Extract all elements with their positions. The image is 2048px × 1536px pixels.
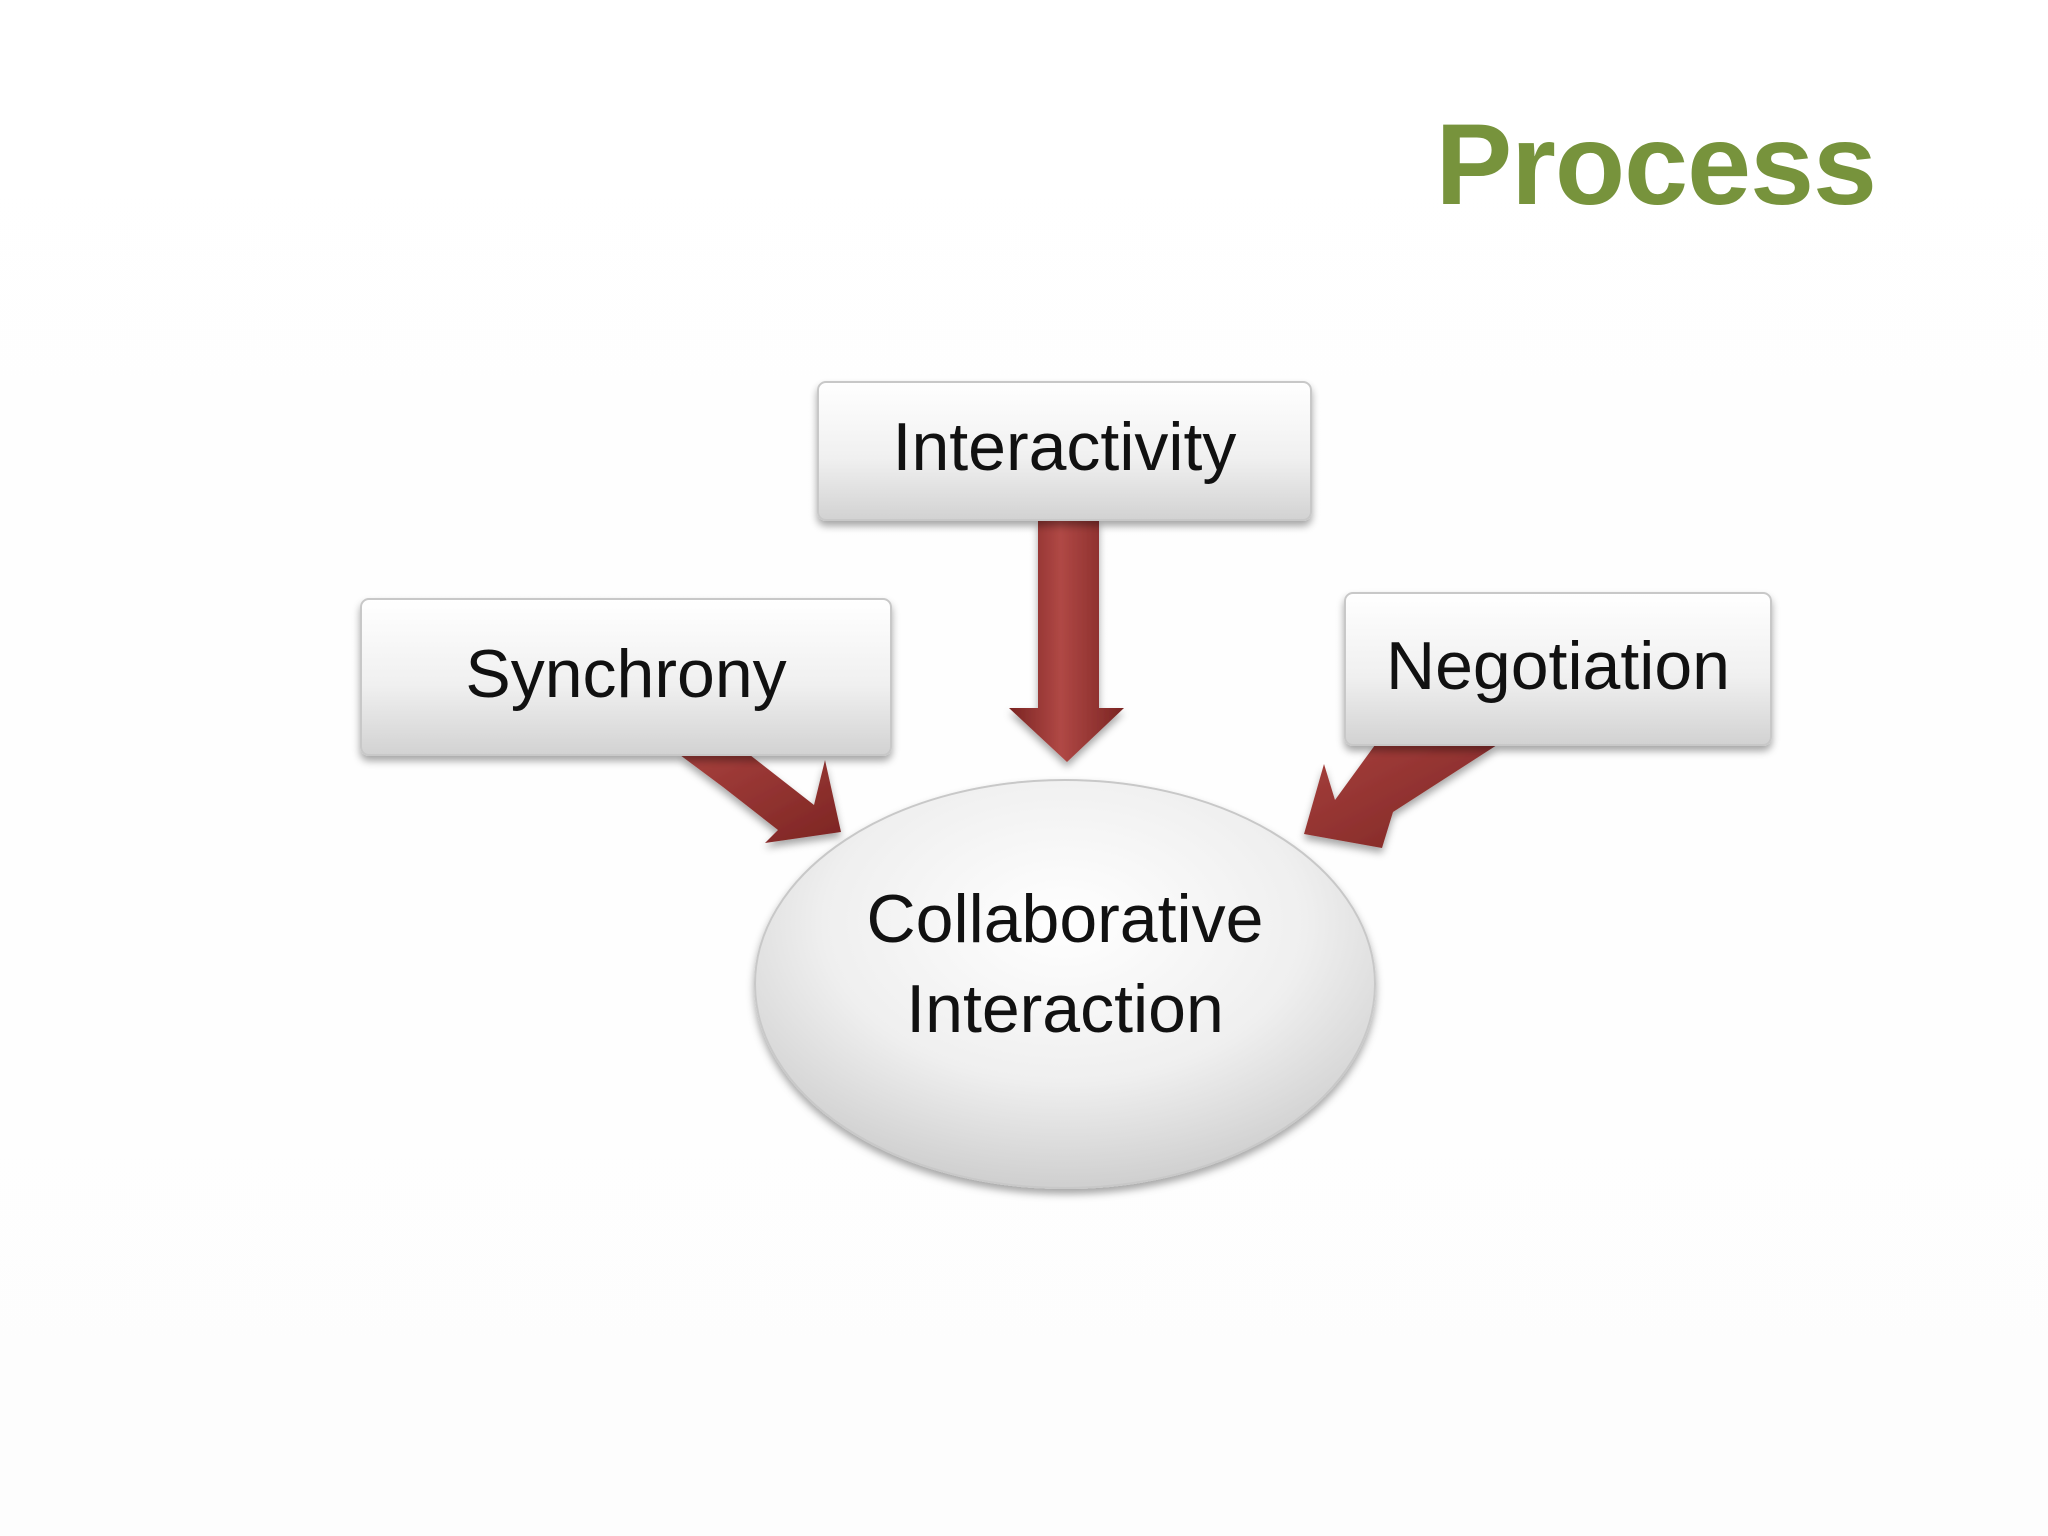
node-negotiation-label: Negotiation: [1385, 627, 1731, 704]
node-collaborative-interaction: [754, 779, 1376, 1189]
center-label-line2: Interaction: [906, 971, 1224, 1047]
slide-title: Process: [1435, 101, 1877, 229]
center-label-line1: Collaborative: [866, 881, 1264, 958]
node-synchrony-label: Synchrony: [465, 636, 787, 712]
arrow-negotiation-to-center: [1304, 745, 1497, 848]
arrow-synchrony-to-center: [680, 755, 841, 843]
node-negotiation: [1344, 592, 1772, 746]
node-synchrony: [360, 598, 892, 756]
node-collaborative-interaction-label: Collaborative Interaction: [755, 850, 1375, 1080]
node-interactivity: [817, 381, 1312, 521]
arrow-interactivity-to-center: [1009, 520, 1124, 762]
node-interactivity-label: Interactivity: [892, 409, 1237, 485]
